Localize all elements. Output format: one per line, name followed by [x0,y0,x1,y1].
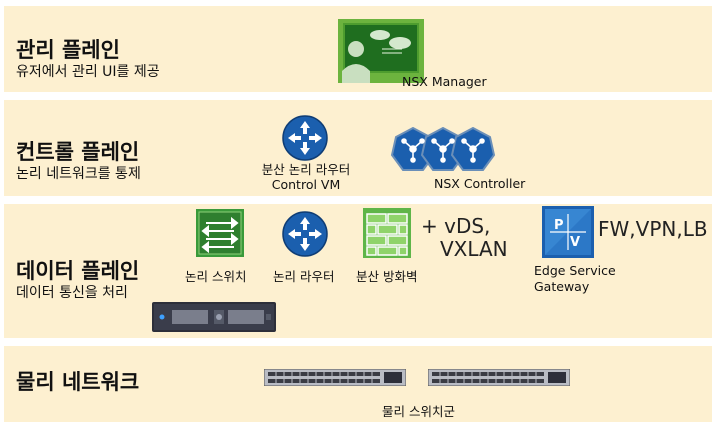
svg-text:P: P [554,218,564,233]
physical-switch-icon [428,369,570,386]
edge-gateway-label: Edge Service Gateway [534,263,616,295]
vds-text-line1: + vDS, [421,214,491,238]
logical-router-icon [282,211,328,257]
management-plane-subtitle: 유저에서 관리 UI를 제공 [16,64,160,80]
edge-label-line2: Gateway [534,279,590,294]
nsx-manager-icon [338,19,424,83]
logical-router-label: 논리 라우터 [273,269,335,284]
data-plane-subtitle: 데이터 통신을 처리 [16,285,128,301]
vds-vxlan-text: + vDS, VXLAN [421,215,508,261]
edge-services-text: FW,VPN,LB [598,217,708,241]
control-plane-band [4,100,712,196]
logical-switch-icon [196,209,244,257]
nsx-controller-label: NSX Controller [434,176,526,191]
vds-text-line2: VXLAN [440,237,508,261]
edge-gateway-icon: P V [542,206,594,258]
nsx-manager-label: NSX Manager [402,74,487,89]
svg-text:V: V [570,235,580,250]
router-vm-label: 분산 논리 라우터 Control VM [246,162,366,192]
data-plane-title: 데이터 플레인 [16,259,140,283]
router-vm-label-line1: 분산 논리 라우터 [261,162,351,177]
firewall-label: 분산 방화벽 [356,269,418,284]
firewall-icon [363,208,411,258]
control-plane-title: 컨트롤 플레인 [16,140,140,164]
router-vm-label-line2: Control VM [271,177,341,192]
controller-cluster-icon [390,127,496,171]
server-icon [152,302,276,332]
logical-switch-label: 논리 스위치 [185,269,247,284]
management-plane-title: 관리 플레인 [16,38,120,62]
physical-switches-label: 물리 스위치군 [382,404,455,419]
edge-label-line1: Edge Service [534,263,616,278]
physical-network-title: 물리 네트워크 [16,370,140,394]
physical-switch-icon [264,369,406,386]
router-icon [282,115,328,161]
data-plane-band [4,204,712,338]
control-plane-subtitle: 논리 네트워크를 통제 [16,166,141,182]
